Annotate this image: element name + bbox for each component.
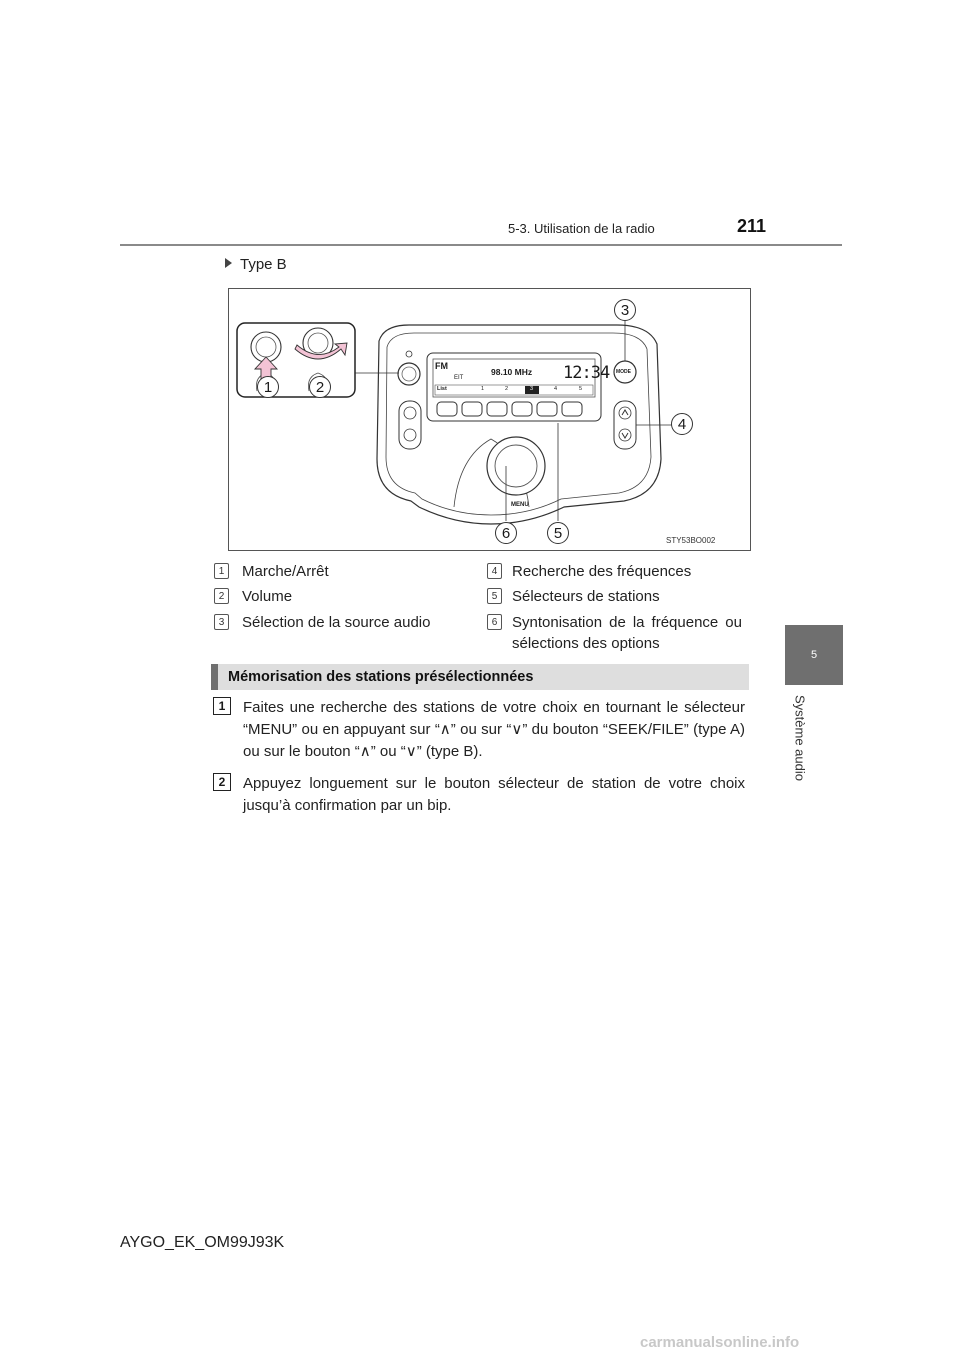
legend-num-2: 2 xyxy=(214,588,229,604)
legend-num-3: 3 xyxy=(214,614,229,630)
step-text-2: Appuyez longuement sur le bouton sélecte… xyxy=(243,775,745,814)
step-num-2: 2 xyxy=(213,773,231,791)
callout-6: 6 xyxy=(495,522,517,544)
legend-text-6-line2: sélections des options xyxy=(512,635,660,652)
legend-num-6: 6 xyxy=(487,614,502,630)
step-num-1: 1 xyxy=(213,697,231,715)
inset-callout-2: 2 xyxy=(309,376,331,398)
display-sub: EIT xyxy=(454,375,464,381)
figure-code: STY53BO002 xyxy=(666,536,716,545)
triangle-bullet-icon xyxy=(225,258,232,268)
legend-text-5: Sélecteurs de stations xyxy=(512,588,660,605)
legend-num-1: 1 xyxy=(214,563,229,579)
display-band: FM xyxy=(435,361,448,371)
legend-text-4: Recherche des fréquences xyxy=(512,563,692,580)
display-clock: 12:34 xyxy=(563,363,610,383)
legend-text-1: Marche/Arrêt xyxy=(242,563,329,580)
legend-num-5: 5 xyxy=(487,588,502,604)
legend-text-2: Volume xyxy=(242,588,293,605)
page-number: 211 xyxy=(737,216,767,236)
header-rule xyxy=(120,244,842,246)
callout-4: 4 xyxy=(671,413,693,435)
callout-3: 3 xyxy=(614,299,636,321)
mode-button-label: MODE xyxy=(616,369,631,375)
section-title: 5-3. Utilisation de la radio xyxy=(508,221,655,236)
menu-label: MENU xyxy=(511,502,529,508)
inset-callout-1: 1 xyxy=(257,376,279,398)
section-heading-text: Mémorisation des stations présélectionné… xyxy=(228,669,534,685)
chapter-tab: 5 xyxy=(785,625,843,685)
legend-text-3: Sélection de la source audio xyxy=(242,614,431,631)
legend-text-6-line1: Syntonisation de la fréquence ou xyxy=(512,614,742,631)
step-text-1: Faites une recherche des stations de vot… xyxy=(243,699,745,760)
callout-5: 5 xyxy=(547,522,569,544)
type-label: Type B xyxy=(225,256,287,273)
type-label-text: Type B xyxy=(240,256,287,273)
chapter-number: 5 xyxy=(810,649,818,661)
document-code: AYGO_EK_OM99J93K xyxy=(120,1234,285,1251)
display-preset-3: 3 xyxy=(530,386,534,392)
radio-illustration: FM EIT 98.10 MHz 12:34 List 1 2 3 4 5 MO… xyxy=(228,288,751,551)
display-preset-1: 1 xyxy=(481,386,485,392)
display-list-label: List xyxy=(437,386,447,392)
display-frequency: 98.10 MHz xyxy=(491,367,533,377)
chapter-label-text: Système audio xyxy=(792,695,808,781)
section-heading: Mémorisation des stations présélectionné… xyxy=(211,664,749,690)
display-preset-2: 2 xyxy=(505,386,509,392)
chapter-label: Système audio xyxy=(770,690,830,790)
radio-panel-drawing xyxy=(236,319,674,525)
display-preset-5: 5 xyxy=(579,386,583,392)
display-preset-4: 4 xyxy=(554,386,558,392)
watermark: carmanualsonline.info xyxy=(640,1334,800,1351)
legend-num-4: 4 xyxy=(487,563,502,579)
